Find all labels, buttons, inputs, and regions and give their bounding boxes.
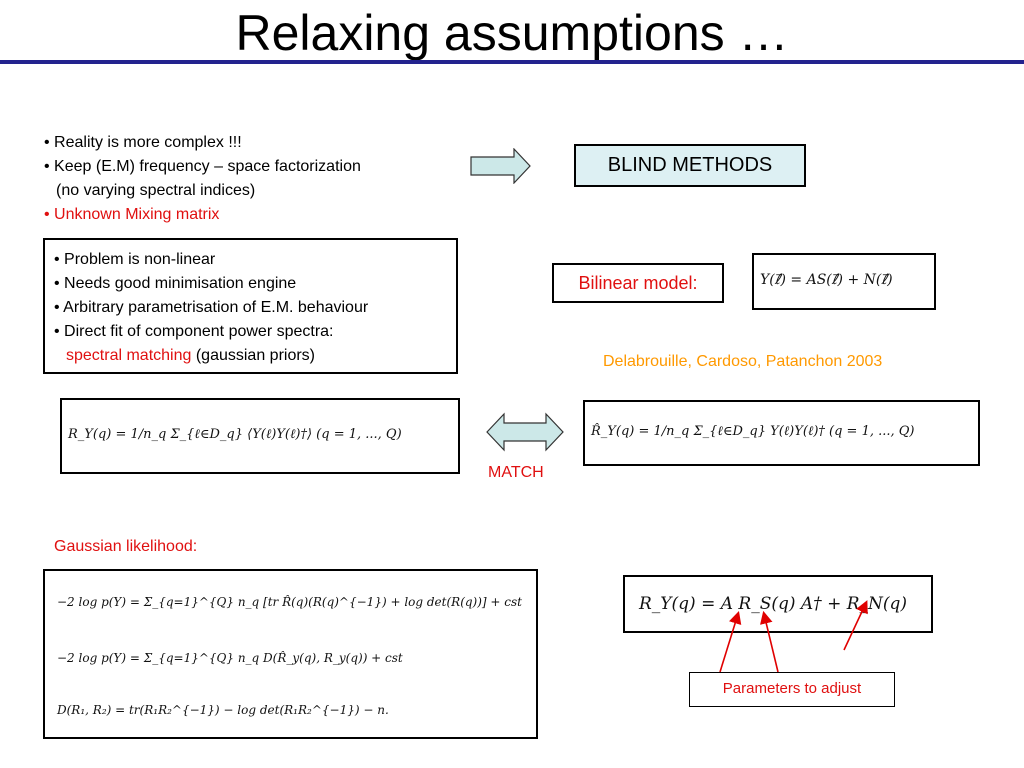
bilinear-equation-box: Y(ℓ⃗) = AS(ℓ⃗) + N(ℓ⃗) <box>752 253 936 310</box>
bullet-no-varying: (no varying spectral indices) <box>56 182 256 199</box>
pointer-arrow-icon <box>760 610 779 673</box>
problem-nonlinear: • Problem is non-linear <box>54 251 216 268</box>
problem-direct-fit: • Direct fit of component power spectra: <box>54 323 334 340</box>
slide-title: Relaxing assumptions … <box>235 5 789 61</box>
likelihood-eq-3: D(R₁, R₂) = tr(R₁R₂^{−1}) − log det(R₁R₂… <box>57 703 389 717</box>
bullet-reality: • Reality is more complex !!! <box>44 134 242 151</box>
intro-bullets: • Reality is more complex !!! • Keep (E.… <box>44 131 361 227</box>
gaussian-likelihood-label: Gaussian likelihood: <box>54 538 198 555</box>
ry-equation-box: R_Y(q) = 1/n_q Σ_{ℓ∈D_q} ⟨Y(ℓ)Y(ℓ)†⟩ (q … <box>60 398 460 474</box>
ry-equation: R_Y(q) = 1/n_q Σ_{ℓ∈D_q} ⟨Y(ℓ)Y(ℓ)†⟩ (q … <box>68 427 402 442</box>
right-arrow-icon <box>470 148 531 184</box>
model-equation: R_Y(q) = A R_S(q) A† + R_N(q) <box>639 594 908 614</box>
problem-minimisation: • Needs good minimisation engine <box>54 275 297 292</box>
likelihood-box: −2 log p(Y) = Σ_{q=1}^{Q} n_q [tr R̂(q)(… <box>43 569 538 739</box>
problem-box: • Problem is non-linear • Needs good min… <box>43 238 458 374</box>
match-label: MATCH <box>488 464 544 481</box>
likelihood-eq-2: −2 log p(Y) = Σ_{q=1}^{Q} n_q D(R̂_y(q),… <box>57 651 403 665</box>
problem-spectral-matching-line: spectral matching (gaussian priors) <box>54 344 456 368</box>
ry-hat-equation: R̂_Y(q) = 1/n_q Σ_{ℓ∈D_q} Y(ℓ)Y(ℓ)† (q =… <box>591 424 915 439</box>
pointer-arrow-icon <box>843 600 868 651</box>
parameters-label: Parameters to adjust <box>689 672 895 707</box>
bilinear-model-label: Bilinear model: <box>552 263 724 303</box>
spectral-matching-text: spectral matching <box>66 347 192 364</box>
double-arrow-icon <box>486 412 564 452</box>
bilinear-equation: Y(ℓ⃗) = AS(ℓ⃗) + N(ℓ⃗) <box>760 272 893 288</box>
pointer-arrows <box>719 600 868 673</box>
bullet-unknown-mixing: • Unknown Mixing matrix <box>44 206 220 223</box>
citation: Delabrouille, Cardoso, Patanchon 2003 <box>603 353 883 370</box>
model-equation-box: R_Y(q) = A R_S(q) A† + R_N(q) <box>623 575 933 633</box>
problem-parametrisation: • Arbitrary parametrisation of E.M. beha… <box>54 299 369 316</box>
pointer-arrow-icon <box>719 610 742 673</box>
bullet-keep-factorization: • Keep (E.M) frequency – space factoriza… <box>44 158 361 175</box>
title-rule <box>0 60 1024 64</box>
gaussian-priors-text: (gaussian priors) <box>195 347 315 364</box>
blind-methods-box: BLIND METHODS <box>574 144 806 187</box>
ry-hat-equation-box: R̂_Y(q) = 1/n_q Σ_{ℓ∈D_q} Y(ℓ)Y(ℓ)† (q =… <box>583 400 980 466</box>
likelihood-eq-1: −2 log p(Y) = Σ_{q=1}^{Q} n_q [tr R̂(q)(… <box>57 595 522 609</box>
